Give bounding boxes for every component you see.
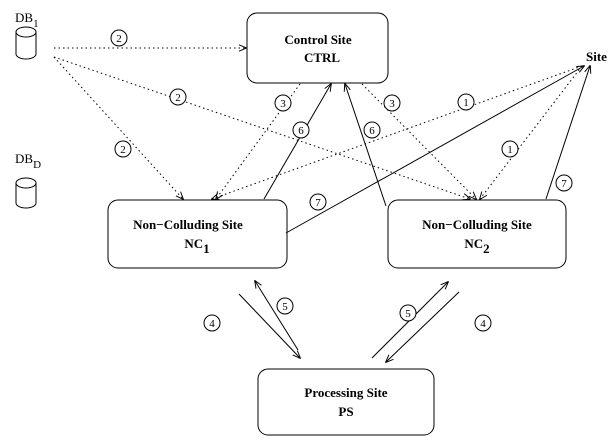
step-2-db1-ctrl: 2: [110, 29, 128, 47]
arrow-db1-to-nc1: [53, 56, 183, 199]
step-3-ctrl-nc2: 3: [383, 94, 401, 112]
dbD-cylinder-icon: [15, 183, 37, 209]
svg-text:3: 3: [389, 98, 395, 110]
step-1-site-nc1: 1: [457, 93, 475, 111]
arrow-nc2-to-site: [545, 66, 590, 200]
processing-site-title: Processing Site: [304, 385, 387, 400]
svg-text:1: 1: [463, 97, 469, 109]
step-7-nc2-site: 7: [555, 174, 573, 192]
step-4-nc2-ps: 4: [474, 314, 492, 332]
svg-text:5: 5: [282, 301, 288, 313]
nc1-site-box: Non−Colluding Site NC1: [107, 199, 288, 269]
step-6-nc2-ctrl: 6: [363, 121, 381, 139]
svg-text:2: 2: [116, 33, 122, 45]
control-site-title: Control Site: [284, 32, 352, 47]
svg-text:2: 2: [175, 92, 181, 104]
database-dbD: DBD: [15, 151, 41, 209]
arrow-nc1-to-ps: [238, 293, 300, 358]
db1-label: DB1: [15, 10, 39, 30]
nc1-site-id: NC1: [184, 236, 209, 256]
svg-text:1: 1: [507, 144, 513, 156]
arrow-site-to-nc1: [212, 65, 583, 199]
arrow-nc2-to-ps: [386, 291, 460, 362]
svg-text:3: 3: [280, 98, 286, 110]
svg-text:7: 7: [561, 178, 567, 190]
step-5-ps-nc2: 5: [399, 304, 417, 322]
step-6-nc1-ctrl: 6: [292, 121, 310, 139]
arrow-db1-to-nc2: [53, 56, 470, 199]
step-2-db1-nc1: 2: [114, 140, 132, 158]
step-5-ps-nc1: 5: [276, 297, 294, 315]
svg-text:4: 4: [209, 318, 215, 330]
step-4-nc1-ps: 4: [203, 314, 221, 332]
processing-site-id: PS: [338, 404, 353, 419]
control-site-id: CTRL: [304, 50, 340, 65]
svg-text:4: 4: [480, 318, 486, 330]
database-db1: DB1: [15, 10, 39, 60]
control-site-box: Control Site CTRL: [246, 12, 389, 84]
arrow-nc1-to-ctrl: [263, 84, 331, 200]
nc2-site-title: Non−Colluding Site: [422, 217, 532, 232]
step-1-site-nc2: 1: [501, 140, 519, 158]
step-3-ctrl-nc1: 3: [274, 94, 292, 112]
site-label: Site: [586, 49, 607, 64]
nc2-site-box: Non−Colluding Site NC2: [387, 199, 567, 269]
svg-text:2: 2: [120, 144, 126, 156]
arrow-site-to-nc2: [480, 65, 583, 199]
arrow-nc1-to-site: [285, 66, 584, 234]
svg-text:5: 5: [405, 308, 411, 320]
db1-cylinder-icon: [15, 32, 37, 60]
nc1-site-title: Non−Colluding Site: [133, 217, 243, 232]
arrow-nc2-to-ctrl: [345, 84, 387, 207]
arrow-ps-to-nc1: [255, 281, 299, 351]
processing-site-box: Processing Site PS: [257, 368, 435, 436]
svg-text:6: 6: [298, 125, 304, 137]
nc2-site-id: NC2: [464, 236, 489, 256]
dbD-label: DBD: [15, 151, 41, 171]
step-2-db1-nc2: 2: [169, 88, 187, 106]
step-7-nc1-site: 7: [309, 193, 327, 211]
svg-text:6: 6: [369, 125, 375, 137]
svg-text:7: 7: [315, 197, 321, 209]
